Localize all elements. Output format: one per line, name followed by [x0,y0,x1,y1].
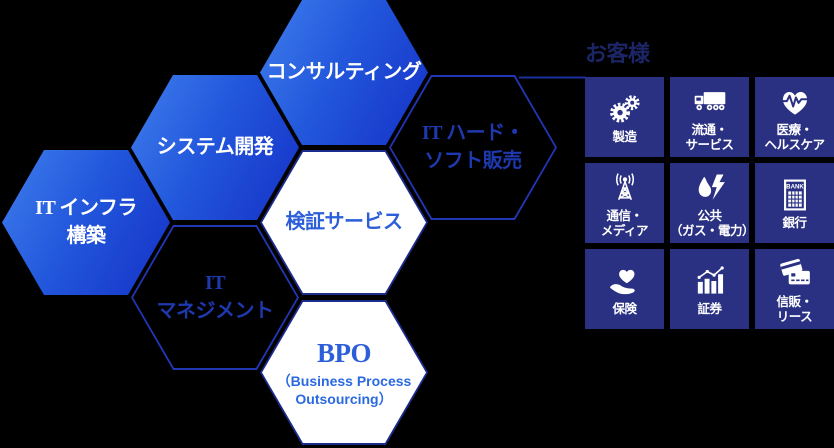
bar-chart-icon [690,262,730,300]
tile-distribution-services: 流通・サービス [670,77,749,157]
tile-insurance-label-line: 保険 [612,302,637,317]
hexagon-bpo-sublabel-line: （Business Process [276,372,412,389]
hexagon-consulting: コンサルティング [258,0,430,147]
hexagon-bpo-fill [262,302,426,443]
tile-securities-label-line: 証券 [697,302,722,317]
credit-cards-icon [775,255,815,293]
tile-public-utilities-label: 公共（ガス・電力） [670,208,755,240]
hexagon-verification-service: 検証サービス [258,148,430,297]
tile-medical-healthcare-label-line: ヘルスケア [764,138,825,152]
hexagon-system-development: システム開発 [129,73,301,222]
tile-telecom-media-label: 通信・メディア [600,208,649,240]
tile-credit-lease-label-line: 信販・ [776,294,813,309]
customers-heading: お客様 [585,41,650,66]
hexagon-verification-service-label: 検証サービス [258,148,430,297]
tile-public-utilities-label-line: 公共 [697,208,722,223]
hexagon-it-management-label-line: IT [204,271,226,294]
bank-icon: BANK [775,176,815,214]
hexagon-verification-service-label-line: 検証サービス [285,210,404,233]
tile-bank-label: 銀行 [782,216,807,231]
hexagon-it-management-label-line: マネジメント [156,299,275,322]
hexagon-it-management-label: IT マネジメント [129,223,301,372]
customers-grid: 製造 流通・サービス 医療・ヘルスケア 通信・メディア 公共（ガス・電力） BA… [585,77,834,329]
hand-heart-icon [605,262,645,300]
tile-securities: 証券 [670,249,749,329]
hexagon-bpo-label-line: BPO [316,338,372,369]
hexagon-it-management: IT マネジメント [129,223,301,372]
broadcast-antenna-icon [605,169,645,207]
hexagon-system-development-label-line: システム開発 [156,135,274,158]
hexagon-consulting-label: コンサルティング [258,0,430,147]
tile-manufacturing-label-line: 製造 [612,130,637,145]
truck-icon [690,83,730,121]
tile-credit-lease-label-line: リース [776,310,813,324]
hexagon-it-infrastructure: IT インフラ構築 [0,148,172,297]
tile-manufacturing: 製造 [585,77,664,157]
tile-telecom-media-label-line: 通信・ [606,208,643,223]
tile-securities-label: 証券 [697,302,722,317]
hexagon-consulting-label-line: コンサルティング [266,60,422,83]
tile-medical-healthcare-label-line: 医療・ [776,122,813,137]
heart-pulse-icon [775,83,815,121]
hexagon-it-hardware-software-sales-label-line: IT ハード・ [421,121,525,144]
hexagon-it-hardware-software-sales-label-line: ソフト販売 [424,149,522,172]
tile-insurance: 保険 [585,249,664,329]
tile-distribution-services-label-line: サービス [685,138,734,152]
tile-credit-lease-label: 信販・リース [776,294,813,326]
gears-icon [605,90,645,128]
tile-public-utilities-label-line: （ガス・電力） [670,224,755,238]
tile-medical-healthcare: 医療・ヘルスケア [755,77,834,157]
hexagon-it-infrastructure-label: IT インフラ構築 [0,148,172,297]
hexagon-verification-service-fill [262,152,426,293]
hexagon-it-hardware-software-sales-label: IT ハード・ソフト販売 [387,73,559,222]
hexagon-bpo-sublabel-line: Outsourcing） [295,390,393,407]
hexagon-system-development-label: システム開発 [129,73,301,222]
tile-insurance-label: 保険 [612,302,637,317]
tile-telecom-media: 通信・メディア [585,163,664,243]
hexagon-it-infrastructure-label-line: IT インフラ [35,196,137,219]
tile-medical-healthcare-label: 医療・ヘルスケア [764,122,825,154]
tile-distribution-services-label-line: 流通・ [691,122,728,137]
tile-manufacturing-label: 製造 [612,130,637,145]
flame-lightning-icon [690,169,730,207]
tile-credit-lease: 信販・リース [755,249,834,329]
hexagon-it-hardware-software-sales: IT ハード・ソフト販売 [387,73,559,222]
tile-bank: BANK 銀行 [755,163,834,243]
svg-text:BANK: BANK [786,184,804,191]
tile-public-utilities: 公共（ガス・電力） [670,163,755,243]
tile-telecom-media-label-line: メディア [600,224,649,238]
hexagon-it-infrastructure-label-line: 構築 [66,224,107,247]
tile-distribution-services-label: 流通・サービス [685,122,734,154]
tile-bank-label-line: 銀行 [782,216,807,231]
